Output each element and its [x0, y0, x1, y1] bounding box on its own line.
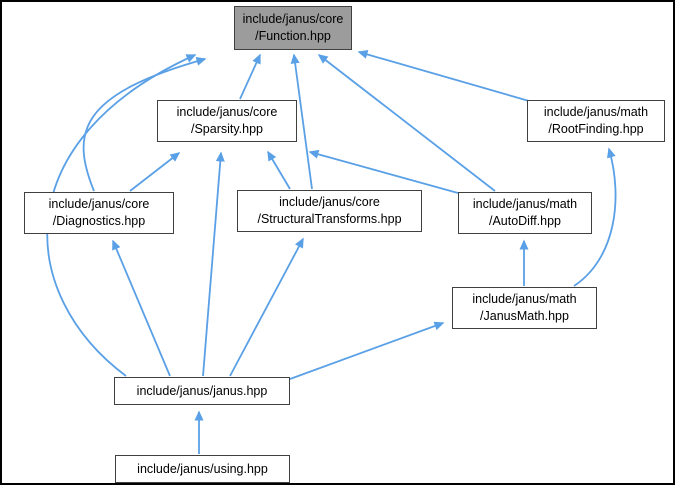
node-using-label-line: include/janus/using.hpp — [137, 461, 268, 476]
node-diagnostics[interactable]: include/janus/core/Diagnostics.hpp — [24, 192, 174, 234]
node-rootfinding-label-line: include/janus/math — [543, 105, 649, 119]
node-janusmath[interactable]: include/janus/math/JanusMath.hpp — [452, 287, 597, 329]
node-janus-label-line: include/janus/janus.hpp — [136, 383, 268, 398]
node-structural[interactable]: include/janus/core/StructuralTransforms.… — [237, 190, 422, 232]
node-diagnostics-label-line: include/janus/core — [48, 197, 150, 211]
node-using[interactable]: include/janus/using.hpp — [115, 455, 290, 483]
node-rootfinding[interactable]: include/janus/math/RootFinding.hpp — [527, 100, 665, 142]
node-sparsity-label-line: include/janus/core — [176, 105, 278, 119]
node-janusmath-label-line: /JanusMath.hpp — [480, 309, 569, 323]
node-structural-label-line: /StructuralTransforms.hpp — [257, 212, 402, 226]
edge-structural-to-sparsity — [267, 150, 291, 190]
edge-janus-to-sparsity — [202, 151, 225, 377]
node-janus[interactable]: include/janus/janus.hpp — [114, 377, 290, 405]
edge-janus-to-janusmath — [289, 321, 445, 380]
node-function[interactable]: include/janus/core/Function.hpp — [234, 6, 352, 50]
node-sparsity-label-line: /Sparsity.hpp — [190, 122, 264, 136]
edge-autodiff-to-function — [317, 54, 496, 192]
edge-janus-to-structural — [229, 237, 304, 377]
node-structural-label-line: include/janus/core — [279, 195, 380, 209]
node-diagnostics-label-line: /Diagnostics.hpp — [52, 214, 146, 228]
node-function-label-line: include/janus/core — [242, 12, 344, 26]
edge-autodiff-to-sparsity — [308, 149, 459, 194]
node-autodiff[interactable]: include/janus/math/AutoDiff.hpp — [458, 192, 592, 234]
edge-janus-to-diagnostics — [112, 239, 171, 377]
edge-janusmath-to-rootfinding — [573, 147, 617, 287]
node-janusmath-label-line: include/janus/math — [472, 292, 577, 306]
node-sparsity[interactable]: include/janus/core/Sparsity.hpp — [157, 100, 297, 142]
edge-diagnostics-to-function — [82, 56, 207, 192]
node-rootfinding-label-line: /RootFinding.hpp — [548, 122, 644, 136]
edge-structural-to-function — [290, 53, 313, 190]
edge-sparsity-to-function — [239, 53, 261, 100]
edge-rootfinding-to-function — [357, 50, 530, 102]
node-autodiff-label-line: /AutoDiff.hpp — [488, 214, 562, 228]
node-function-label-line: /Function.hpp — [255, 29, 331, 43]
node-autodiff-label-line: include/janus/math — [472, 197, 578, 211]
edge-diagnostics-to-sparsity — [129, 152, 181, 192]
